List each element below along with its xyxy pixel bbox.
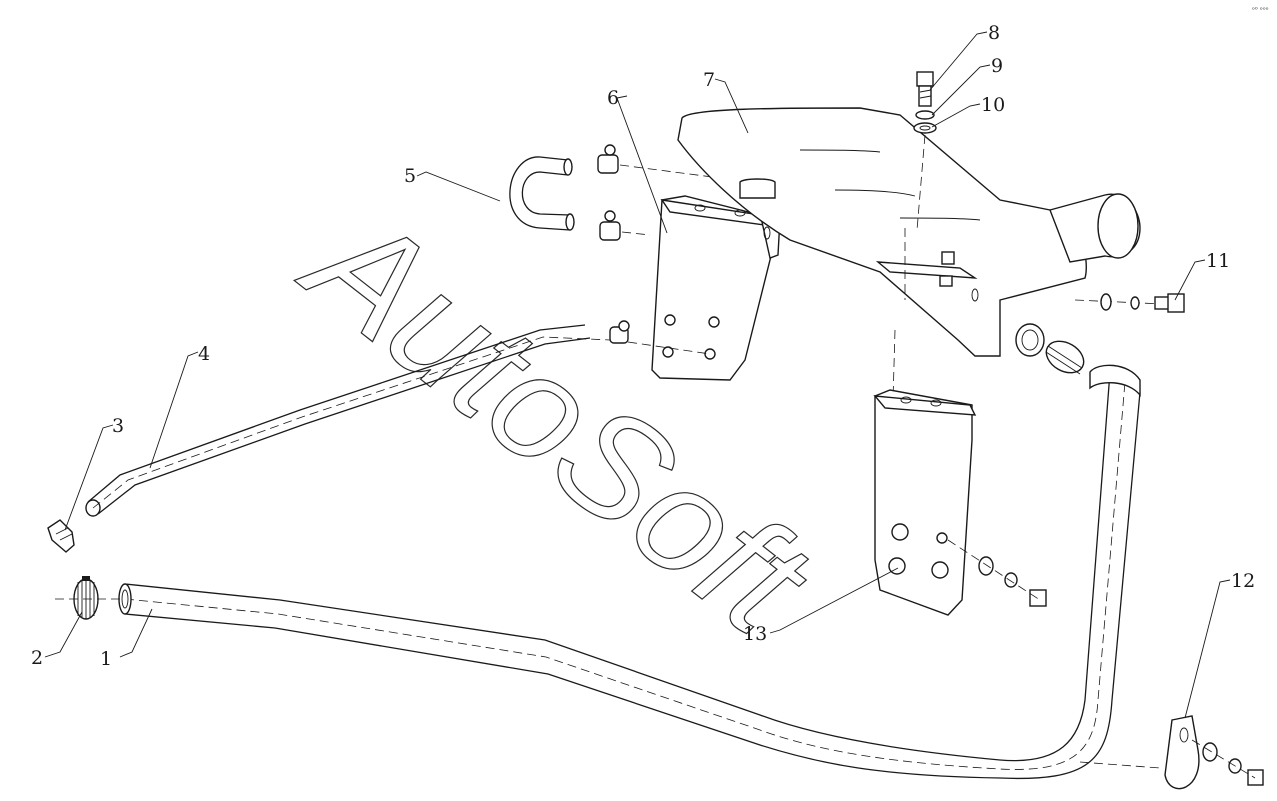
callout-11: 11 (1206, 250, 1230, 272)
callout-labels: 1 2 3 4 5 6 7 8 9 10 11 12 13 (31, 22, 1255, 670)
callout-2: 2 (31, 647, 43, 669)
part-2-hose-clamp (55, 576, 120, 620)
part-8-bolt (916, 71, 934, 107)
part-6-bracket (627, 195, 788, 381)
part-13-bracket (873, 389, 1047, 616)
part-1-lower-hose (118, 364, 1141, 780)
part-12-clip (1079, 715, 1264, 790)
callout-6: 6 (607, 87, 619, 109)
part-7-reservoir-tank (677, 107, 1141, 401)
outlet-hose-clamp (1045, 340, 1085, 375)
callout-7: 7 (703, 69, 715, 91)
leader-lines (44, 31, 1231, 719)
corner-mark: ᵒ⁰ ᵒᵒᵒ (1252, 6, 1269, 14)
part-4-thin-hose (87, 324, 611, 515)
callout-5: 5 (404, 165, 416, 187)
part-9-washer (915, 110, 935, 120)
callout-9: 9 (991, 55, 1003, 77)
callout-4: 4 (198, 343, 210, 365)
part-3-hose-clip (47, 499, 101, 553)
part-10-washer (913, 122, 937, 231)
part-11-bolt-set (1074, 293, 1186, 313)
part-5-u-hose (509, 144, 721, 344)
callout-1: 1 (100, 648, 112, 670)
callout-13: 13 (743, 623, 767, 645)
callout-12: 12 (1231, 570, 1255, 592)
callout-8: 8 (988, 22, 1000, 44)
callout-3: 3 (112, 415, 124, 437)
callout-10: 10 (981, 94, 1005, 116)
